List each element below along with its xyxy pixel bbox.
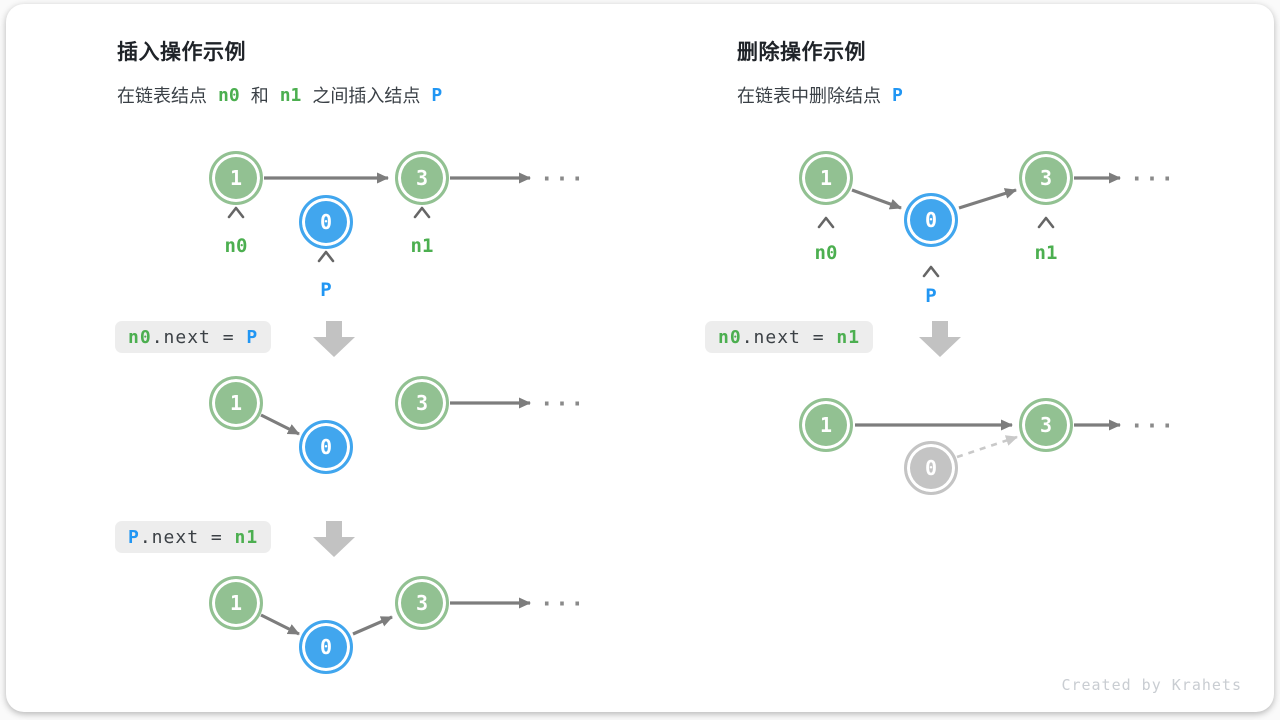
code-chip-p-next-n1: P.next = n1 (115, 521, 272, 553)
delete-section-subtitle: 在链表中删除结点 P (737, 82, 903, 108)
list-node-0-removed: 0 (904, 441, 958, 495)
subtitle-text: 之间插入结点 (312, 86, 421, 106)
list-node-1: 1 (799, 398, 853, 452)
node-ref-n1: n1 (279, 84, 302, 106)
ellipsis: ... (540, 586, 586, 612)
ellipsis: ... (1130, 408, 1176, 434)
list-node-0: 0 (904, 193, 958, 247)
pointer-label-p: P (925, 285, 937, 307)
ellipsis: ... (540, 161, 586, 187)
list-node-0: 0 (299, 620, 353, 674)
list-node-3: 3 (1019, 398, 1073, 452)
code-chip-n0-next-p: n0.next = P (115, 321, 272, 353)
list-node-1: 1 (209, 576, 263, 630)
subtitle-text: 和 (250, 86, 269, 106)
node-ref-p: P (892, 84, 903, 106)
list-node-0: 0 (299, 195, 353, 249)
insert-section-title: 插入操作示例 (117, 41, 246, 64)
code-token: n0 (128, 326, 152, 348)
code-token: n0 (718, 326, 742, 348)
ellipsis: ... (1130, 161, 1176, 187)
subtitle-text: 在链表结点 (117, 86, 207, 106)
pointer-label-n1: n1 (410, 235, 434, 257)
code-token: P (246, 326, 259, 348)
pointer-label-n0: n0 (224, 235, 248, 257)
list-node-3: 3 (395, 576, 449, 630)
pointer-label-n1: n1 (1034, 242, 1058, 264)
list-node-1: 1 (209, 376, 263, 430)
pointer-label-n0: n0 (814, 242, 838, 264)
canvas-card (6, 4, 1274, 712)
code-chip-n0-next-n1: n0.next = n1 (705, 321, 874, 353)
delete-section-title: 删除操作示例 (737, 41, 866, 64)
list-node-3: 3 (1019, 151, 1073, 205)
credit-text: Created by Krahets (1061, 676, 1242, 694)
list-node-3: 3 (395, 151, 449, 205)
pointer-label-p: P (320, 279, 332, 301)
code-token: n1 (836, 326, 861, 348)
code-token: .next = (139, 526, 235, 548)
code-token: n1 (234, 526, 259, 548)
list-node-0: 0 (299, 420, 353, 474)
ellipsis: ... (540, 386, 586, 412)
list-node-3: 3 (395, 376, 449, 430)
code-token: .next = (741, 326, 837, 348)
node-ref-n0: n0 (218, 84, 240, 106)
node-ref-p: P (431, 84, 443, 106)
code-token: P (128, 526, 140, 548)
list-node-1: 1 (209, 151, 263, 205)
subtitle-text: 在链表中删除结点 (737, 86, 881, 106)
insert-section-subtitle: 在链表结点 n0 和 n1 之间插入结点 P (117, 82, 442, 108)
list-node-1: 1 (799, 151, 853, 205)
code-token: .next = (151, 326, 247, 348)
